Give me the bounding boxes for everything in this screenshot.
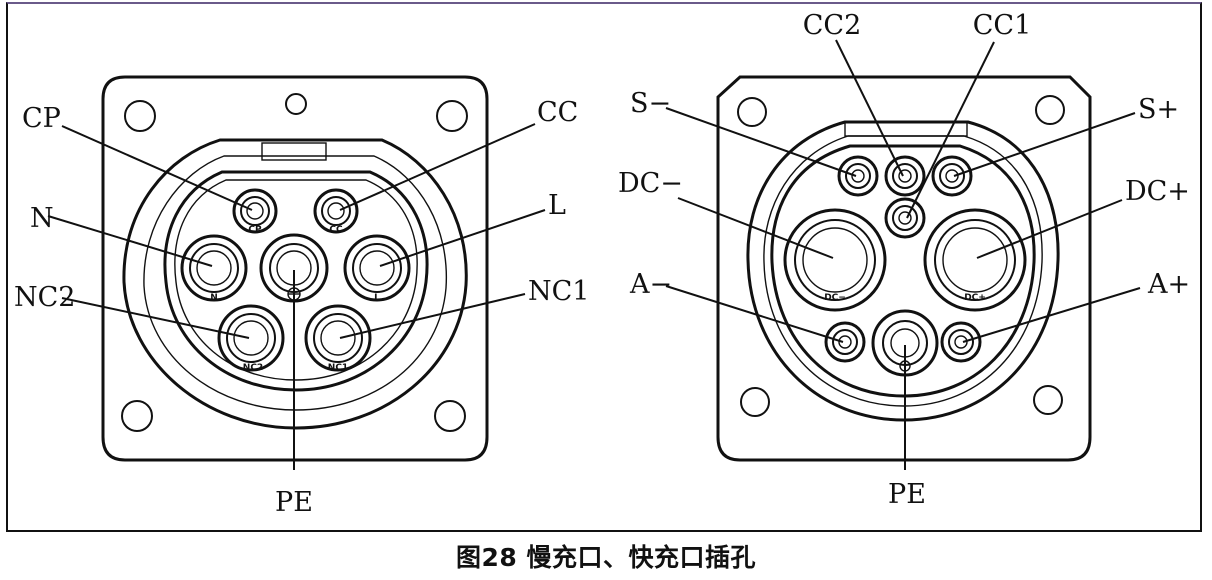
dc-label-cc2: CC2 [803,10,862,41]
ac-leader-nc1 [339,293,526,339]
ac-pin-cp-mark: CP [248,225,262,235]
dc-label-pe: PE [888,479,926,510]
figure-frame [6,2,1202,532]
dc-pin-dc-plus-mark: DC+ [964,293,986,303]
ac-pin-cc-mark: CC [329,225,343,235]
ac-pin-nc2-mark: NC2 [243,363,263,373]
dc-pin-s-plus [931,155,973,197]
dc-leader-cc2 [835,39,904,177]
ac-leader-n [47,215,213,267]
dc-leader-s-minus [665,107,857,177]
ac-label-pe: PE [275,487,313,518]
dc-pin-cc2 [884,155,926,197]
ac-pin-n: N [180,234,248,303]
dc-leader-a-minus [665,285,844,343]
ac-leader-l [379,209,546,267]
ac-label-n: N [30,203,54,234]
dc-pin-s-minus [837,155,879,197]
ac-mount-hole-top [285,93,307,115]
ac-port: CP CC N L NC2 NC1 [14,75,589,518]
ac-pin-n-mark: N [210,293,218,303]
dc-mount-hole-bottom-right [1033,385,1063,415]
ac-label-l: L [548,190,566,221]
ac-mount-hole-top-left [124,100,156,132]
dc-label-dc-plus: DC+ [1125,176,1190,207]
ac-pin-cavity-inner [174,179,418,381]
ac-housing-inner [143,155,448,411]
dc-leader-s-plus [953,112,1136,177]
dc-label-dc-minus: DC− [618,168,683,199]
dc-label-s-plus: S+ [1138,94,1179,125]
ac-housing-outer [122,138,468,430]
figure-caption: 图28 慢充口、快充口插孔 [456,543,756,572]
ac-label-nc1: NC1 [528,276,589,307]
dc-label-cc1: CC1 [973,10,1032,41]
dc-leader-dc-plus [976,199,1123,259]
dc-label-a-plus: A+ [1147,269,1190,300]
dc-leader-dc-minus [677,197,834,259]
ac-mount-hole-bottom-right [434,400,466,432]
ac-leader-cc [339,123,536,211]
dc-pin-dc-plus: DC+ [923,208,1027,312]
dc-label-s-minus: S− [630,88,671,119]
ac-mount-hole-bottom-left [121,400,153,432]
dc-mount-hole-bottom-left [740,387,770,417]
ac-pin-l-mark: L [374,293,380,303]
dc-leader-cc1 [906,41,995,219]
dc-pin-dc-minus: DC− [783,208,887,312]
dc-pin-cavity [770,144,1036,398]
dc-mount-hole-top-right [1035,95,1065,125]
dc-flange [716,75,1092,462]
dc-latch [844,121,968,137]
ac-flange [101,75,489,462]
dc-mount-hole-top-left [737,97,767,127]
ac-pin-cc: CC [313,188,359,235]
dc-leader-a-plus [962,287,1141,343]
dc-pin-cc1 [884,197,926,239]
ac-pin-nc2: NC2 [217,304,285,373]
ac-label-nc2: NC2 [14,282,75,313]
ac-pin-cp: CP [232,188,278,235]
dc-pin-a-minus [824,321,866,363]
ac-mount-hole-top-right [436,100,468,132]
ac-pin-nc1-mark: NC1 [328,363,348,373]
dc-label-a-minus: A− [629,269,672,300]
ac-pin-l: L [343,234,411,303]
ac-label-cp: CP [22,103,61,134]
ac-label-cc: CC [537,97,578,128]
ac-leader-nc2 [61,297,250,339]
dc-pin-dc-minus-mark: DC− [824,293,846,303]
ac-latch-notch [261,142,327,161]
dc-port: DC− DC+ CC2 CC1 S− S+ DC− [618,10,1190,510]
dc-pin-a-plus [940,321,982,363]
ac-pin-nc1: NC1 [304,304,372,373]
ac-leader-cp [61,125,253,211]
